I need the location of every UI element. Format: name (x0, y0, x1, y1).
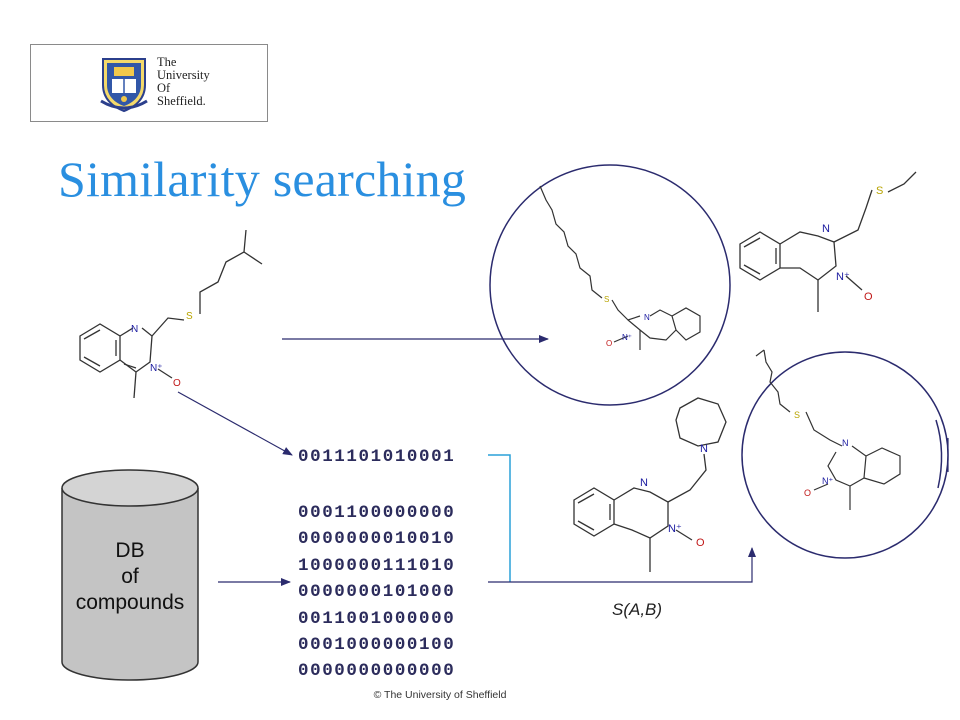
comparison-bracket (488, 454, 511, 582)
atom-label-n: N⁺ (622, 333, 632, 342)
atom-label-n: N⁺ (836, 271, 850, 283)
fingerprint-row: 0000000010010 (298, 529, 456, 550)
atom-label-o: O (864, 291, 873, 303)
atom-label-n: N (644, 313, 650, 322)
hit-molecule-2: N N⁺ O S (739, 171, 917, 312)
query-fingerprint: 0011101010001 (298, 447, 456, 467)
logo-line: Of (157, 81, 171, 95)
fingerprint-row: 0000000000000 (298, 661, 456, 682)
atom-label-s: S (604, 295, 609, 304)
database-label-line: compounds (75, 591, 185, 614)
fingerprint-row: 0000000101000 (298, 582, 456, 603)
copyright-footer: © The University of Sheffield (0, 689, 960, 701)
fingerprint-row: 1000000111010 (298, 555, 456, 576)
fingerprint-row: 0001100000000 (298, 503, 456, 523)
atom-label-n: N (640, 477, 648, 489)
logo-line: The (157, 55, 177, 69)
database-label-line: DB (115, 539, 145, 562)
atom-label-s: S (794, 410, 800, 420)
hit-molecule-4: S N N⁺ O (741, 349, 949, 559)
similarity-label: S(A,B) (612, 600, 663, 619)
database-fingerprints: 0001100000000 0000000010010 100000011101… (298, 500, 455, 685)
fingerprint-arrow (177, 391, 293, 456)
atom-label-n: N (822, 223, 830, 235)
atom-label-n: N (131, 324, 138, 335)
database-label: DB of compounds (62, 538, 198, 616)
atom-label-o: O (804, 488, 811, 498)
atom-label-o: O (173, 378, 181, 389)
crest-icon (100, 58, 148, 113)
fingerprint-row: 0011001000000 (298, 608, 456, 629)
slide-title: Similarity searching (58, 151, 467, 207)
atom-label-n: N (700, 443, 708, 455)
copyright-text: © The University of Sheffield (373, 689, 507, 701)
atom-label-s: S (876, 185, 883, 197)
similarity-arrow (488, 547, 756, 583)
logo-text: The University Of Sheffield. (157, 56, 210, 108)
database-label-line: of (121, 565, 139, 588)
atom-label-o: O (696, 537, 705, 549)
database-cylinder-icon (61, 469, 199, 681)
logo-line: Sheffield. (157, 94, 206, 108)
atom-label-n: N⁺ (668, 523, 682, 535)
logo-line: University (157, 68, 210, 82)
hit-molecule-3: N N N⁺ O (573, 397, 727, 572)
atom-label-n: N⁺ (822, 476, 833, 486)
atom-label-n: N (842, 438, 849, 448)
university-logo: The University Of Sheffield. (30, 44, 268, 122)
query-molecule (79, 229, 263, 399)
atom-label-o: O (606, 339, 612, 348)
atom-label-n: N⁺ (150, 363, 163, 374)
hit-molecule-1: S N N⁺ O (489, 164, 731, 406)
atom-label-s: S (186, 311, 193, 322)
fingerprint-row: 0001000000100 (298, 634, 456, 655)
